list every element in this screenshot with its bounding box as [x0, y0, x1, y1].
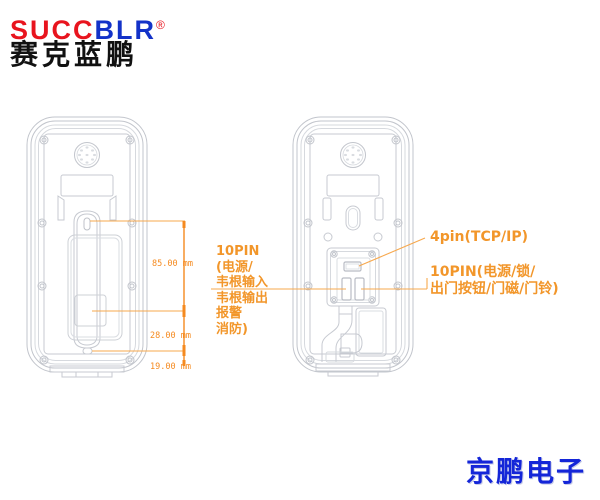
- brand-wordmark: SUCCBLR®: [10, 10, 165, 45]
- dimension-label-28: 28.00 mm: [150, 331, 191, 341]
- right-bracket-wings: [322, 197, 384, 221]
- brand-wordmark-red: SUCC: [10, 15, 95, 45]
- connector-4pin-tcpip: [343, 261, 362, 272]
- right-cable-channel: [321, 306, 387, 363]
- watermark-text: 京鹏电子: [465, 455, 586, 488]
- left-shell-bevel: [34, 124, 140, 365]
- right-connector-plate: [326, 247, 380, 307]
- registered-trademark-icon: ®: [156, 18, 165, 32]
- dimension-label-19: 19.00 mm: [150, 362, 191, 372]
- dimension-label-85: 85.00 mm: [152, 259, 193, 269]
- left-dimension-lines: [90, 220, 185, 352]
- right-panel: [309, 133, 397, 355]
- right-speaker-grille: [340, 142, 366, 168]
- right-keyhole-slot: [345, 205, 361, 231]
- right-screws: [303, 135, 403, 365]
- left-label-plate: [60, 174, 114, 197]
- left-speaker-grille: [74, 142, 100, 168]
- right-annotation-leaders: [211, 237, 428, 290]
- annotation-right-10pin: 10PIN(电源/锁/ 出门按钮/门磁/门铃): [430, 264, 559, 297]
- right-outer-shell-inner: [296, 120, 410, 369]
- brand-wordmark-blue: BLR: [94, 15, 157, 45]
- right-device-view: [211, 116, 428, 377]
- right-shell-bevel: [300, 124, 406, 365]
- right-mid-holes: [323, 232, 383, 242]
- left-shell-bevel-2: [38, 128, 136, 361]
- left-screws: [37, 135, 137, 365]
- left-bracket-wings: [57, 195, 117, 221]
- right-base-cover: [315, 363, 391, 377]
- left-device-view: 85.00 mm 28.00 mm 19.00 mm: [26, 116, 193, 378]
- right-outer-shell: [292, 116, 414, 373]
- left-dimension-labels: 85.00 mm 28.00 mm 19.00 mm: [150, 259, 193, 372]
- left-mounting-bracket: [67, 210, 123, 355]
- brand-chinese-name: 赛克蓝鹏: [10, 38, 139, 71]
- left-outer-shell-inner: [30, 120, 144, 369]
- right-label-plate: [326, 174, 380, 197]
- right-shell-bevel-2: [304, 128, 402, 361]
- annotation-left-10pin: 10PIN (电源/ 韦根输入 韦根输出 报警 消防): [216, 244, 269, 337]
- annotation-4pin-tcpip: 4pin(TCP/IP): [430, 229, 528, 245]
- left-base-cover: [49, 365, 125, 378]
- brand-logo: SUCCBLR® 赛克蓝鹏: [8, 6, 208, 76]
